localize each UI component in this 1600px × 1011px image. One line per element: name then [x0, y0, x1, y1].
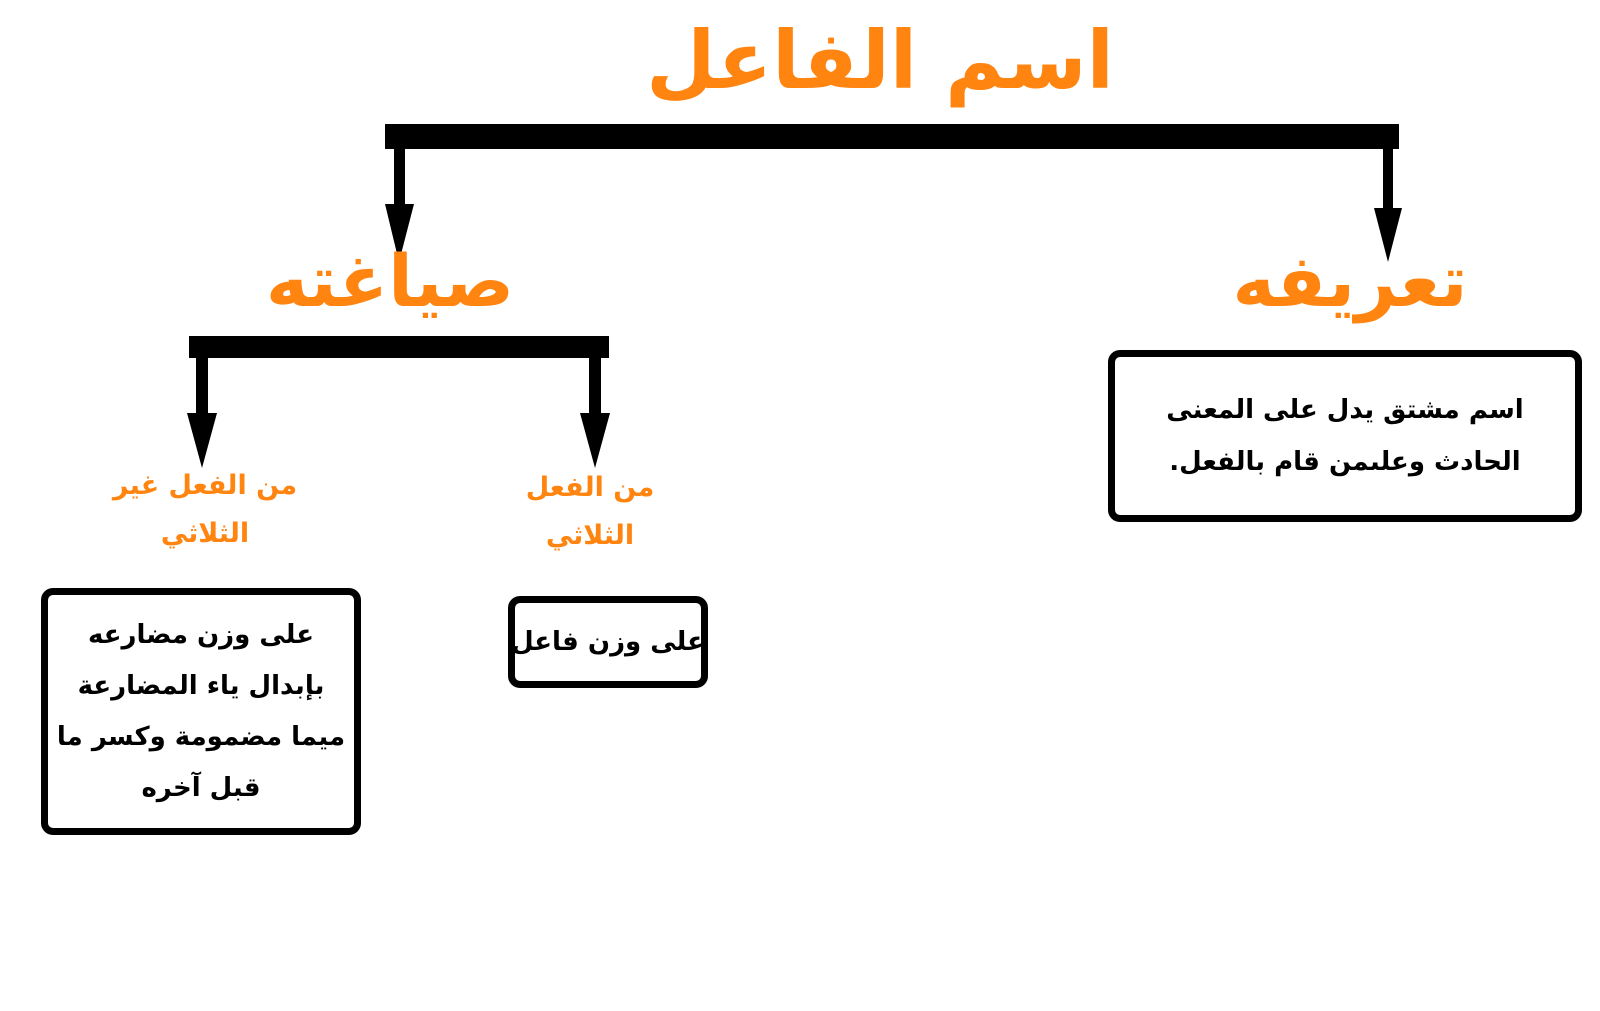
- arrow-to-formation: [385, 204, 414, 262]
- branch-nontriliteral-title: من الفعل غير الثلاثي: [112, 470, 298, 549]
- formation-bar: [189, 336, 609, 358]
- formation-title: صياغته: [265, 239, 515, 323]
- branch-triliteral-text: على وزن فاعل: [511, 627, 705, 657]
- root-drop-formation: [394, 149, 405, 207]
- branch-nontriliteral-box: على وزن مضارعه بإبدال ياء المضارعة ميما …: [41, 588, 361, 835]
- formation-drop-triliteral: [589, 358, 601, 416]
- arrow-to-triliteral: [580, 413, 610, 468]
- definition-text: اسم مشتق يدل على المعنى الحادث وعلىمن قا…: [1166, 395, 1524, 477]
- arrow-to-nontriliteral: [187, 413, 217, 468]
- root-title: اسم الفاعل: [646, 14, 1115, 107]
- branch-triliteral-title: من الفعل الثلاثي: [525, 472, 655, 551]
- root-bar: [385, 124, 1399, 149]
- root-drop-definition: [1383, 149, 1393, 211]
- formation-drop-nontriliteral: [196, 358, 208, 416]
- definition-title: تعريفه: [1232, 239, 1469, 323]
- branch-nontriliteral-text: على وزن مضارعه بإبدال ياء المضارعة ميما …: [56, 619, 346, 803]
- definition-box: اسم مشتق يدل على المعنى الحادث وعلىمن قا…: [1108, 350, 1582, 522]
- branch-triliteral-box: على وزن فاعل: [508, 596, 708, 688]
- arrow-to-definition: [1374, 208, 1402, 262]
